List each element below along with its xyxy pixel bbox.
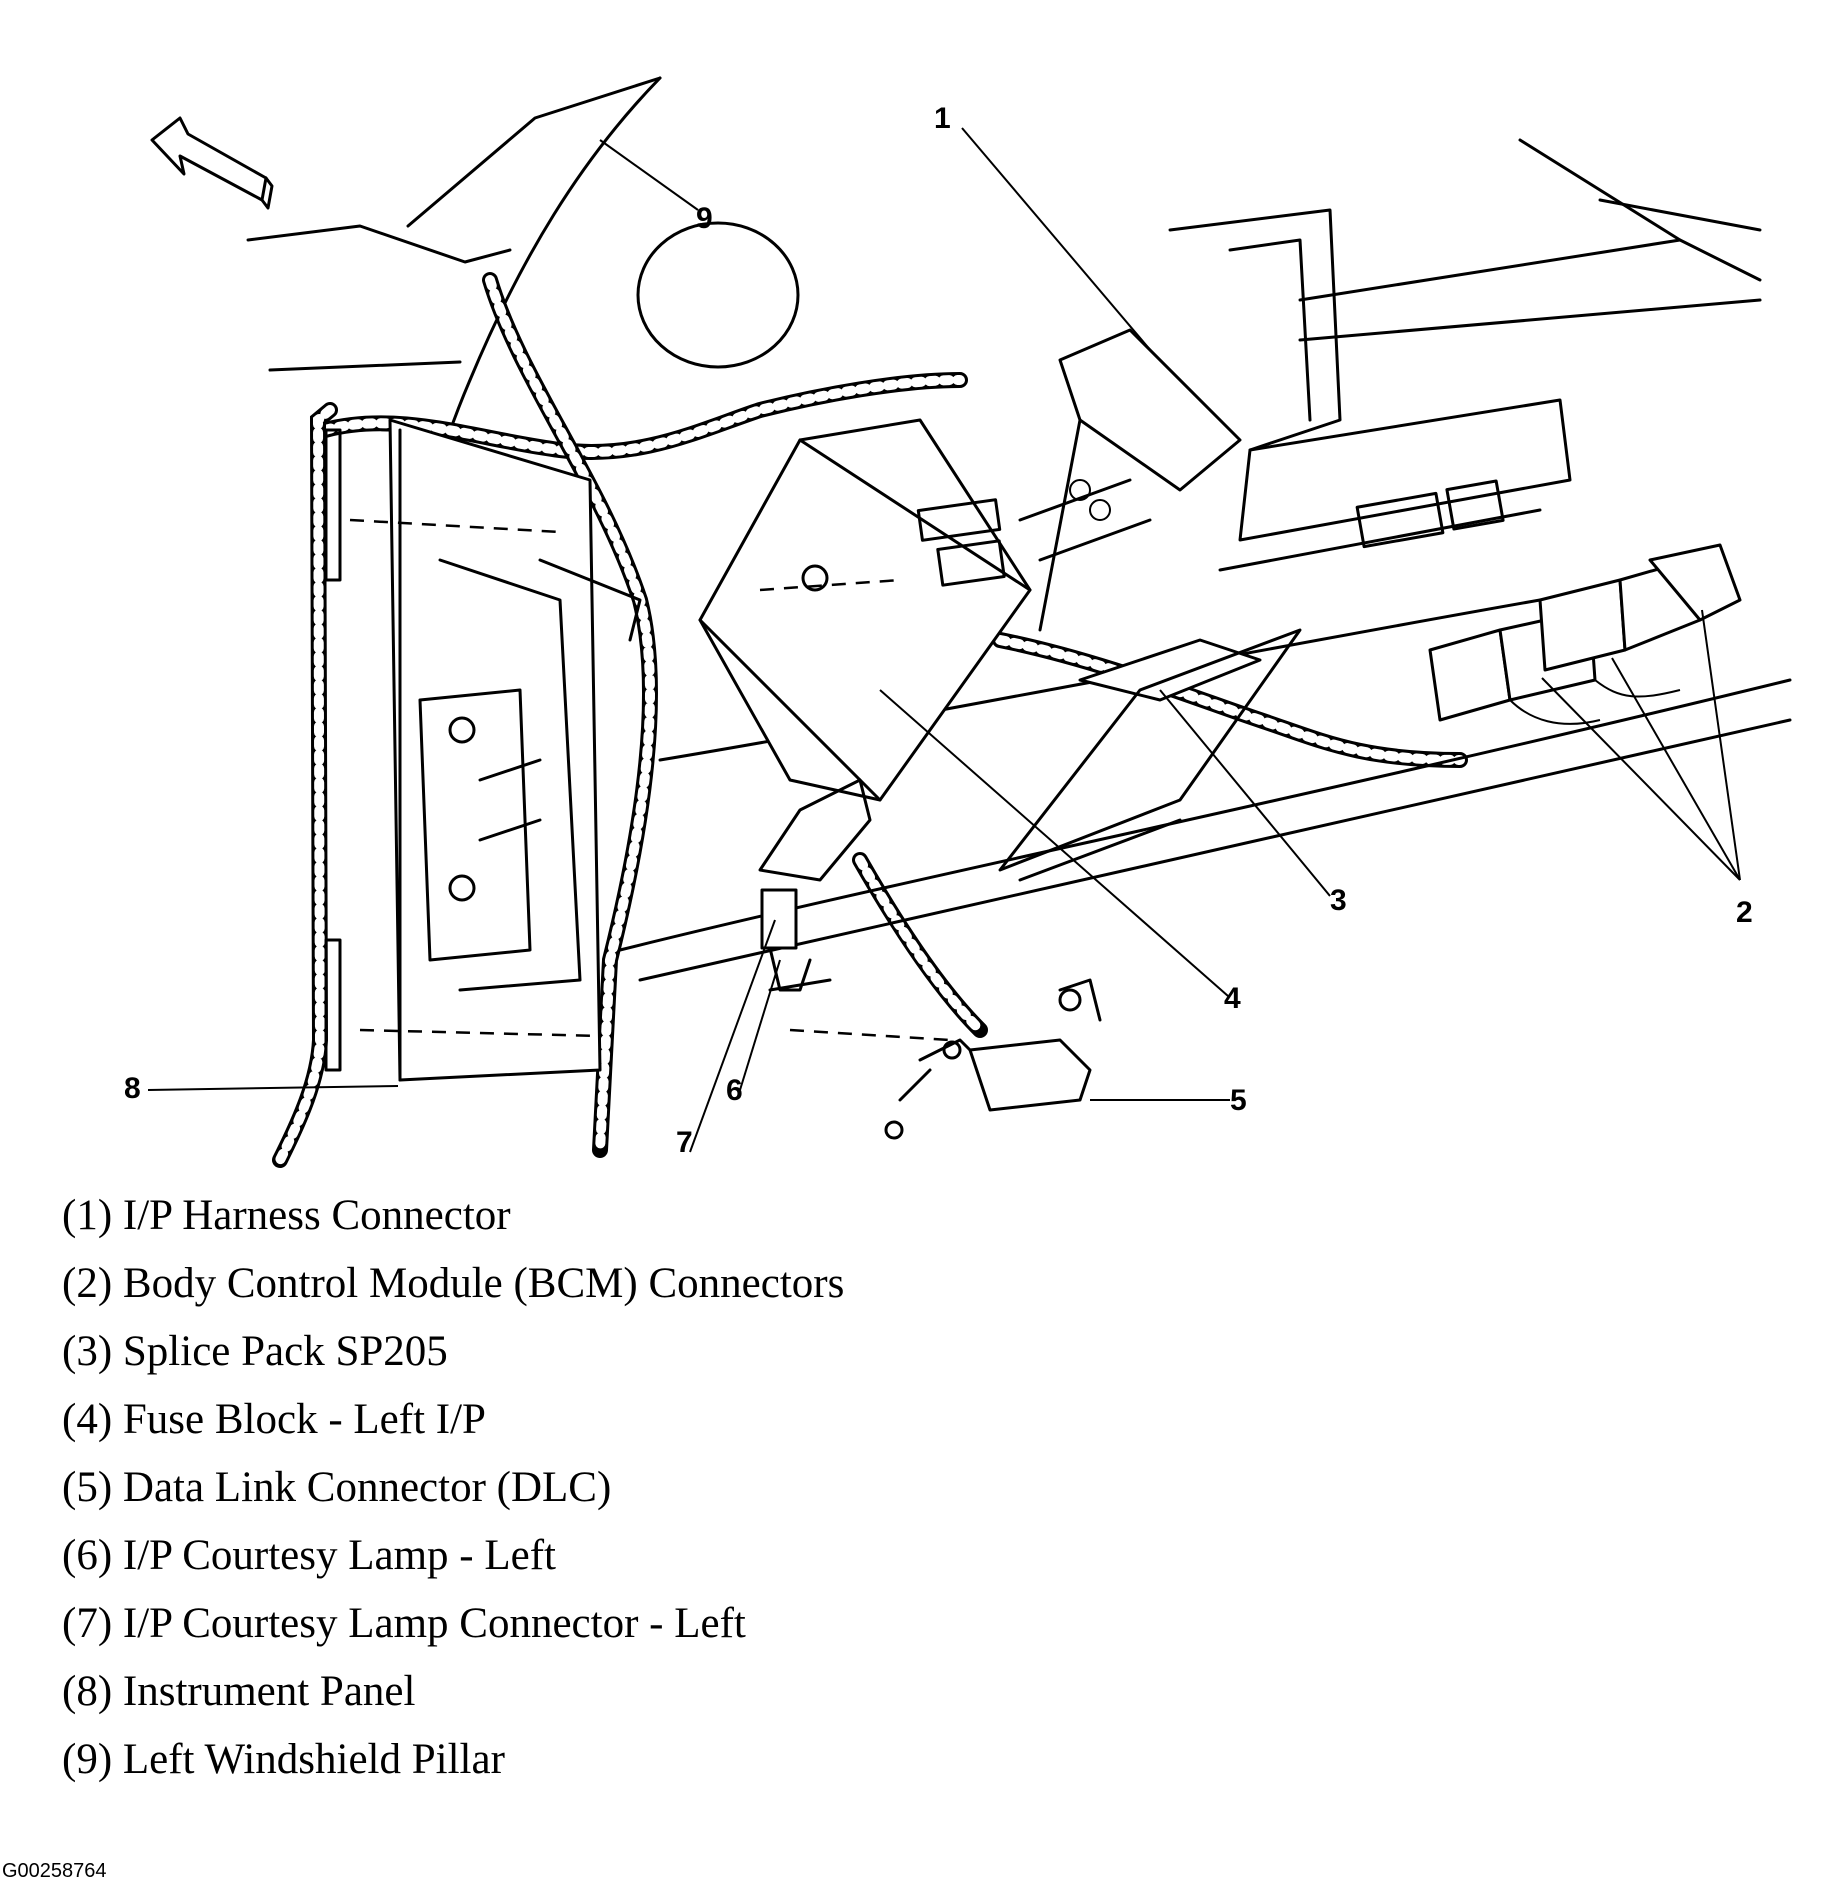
legend-item: (3) Splice Pack SP205 xyxy=(62,1328,448,1375)
instrument-panel xyxy=(324,418,642,1082)
splice-pack xyxy=(998,628,1302,882)
windshield-pillar xyxy=(246,76,662,622)
data-link-connector xyxy=(789,978,1102,1140)
callout-3: 3 xyxy=(1330,884,1347,917)
legend-item: (1) I/P Harness Connector xyxy=(62,1192,511,1239)
callout-9: 9 xyxy=(696,202,713,235)
component-legend: (1) I/P Harness Connector (2) Body Contr… xyxy=(62,1182,844,1794)
callout-2: 2 xyxy=(1736,896,1753,929)
callout-7: 7 xyxy=(676,1126,693,1159)
legend-item: (6) I/P Courtesy Lamp - Left xyxy=(62,1532,556,1579)
dash-frame xyxy=(1168,138,1762,572)
component-locator-diagram: 1 2 3 4 5 6 7 8 9 xyxy=(124,76,1792,1168)
bcm-connectors xyxy=(1428,543,1742,725)
wiring-harness xyxy=(272,272,1468,1168)
legend-item: (5) Data Link Connector (DLC) xyxy=(62,1464,612,1511)
legend-item: (4) Fuse Block - Left I/P xyxy=(62,1396,486,1443)
callout-8: 8 xyxy=(124,1072,141,1105)
legend-item: (8) Instrument Panel xyxy=(62,1668,416,1715)
fuse-block xyxy=(636,221,1032,882)
legend-item: (2) Body Control Module (BCM) Connectors xyxy=(62,1260,845,1307)
legend-item: (7) I/P Courtesy Lamp Connector - Left xyxy=(62,1600,746,1647)
callout-4: 4 xyxy=(1224,982,1241,1015)
callout-1: 1 xyxy=(934,102,951,135)
front-direction-arrow-icon xyxy=(150,116,274,210)
ip-harness-connector xyxy=(1018,328,1242,632)
callout-5: 5 xyxy=(1230,1084,1247,1117)
legend-item: (9) Left Windshield Pillar xyxy=(62,1736,505,1783)
leader-lines xyxy=(147,127,1741,1153)
callout-6: 6 xyxy=(726,1074,743,1107)
figure-id: G00258764 xyxy=(2,1860,107,1882)
